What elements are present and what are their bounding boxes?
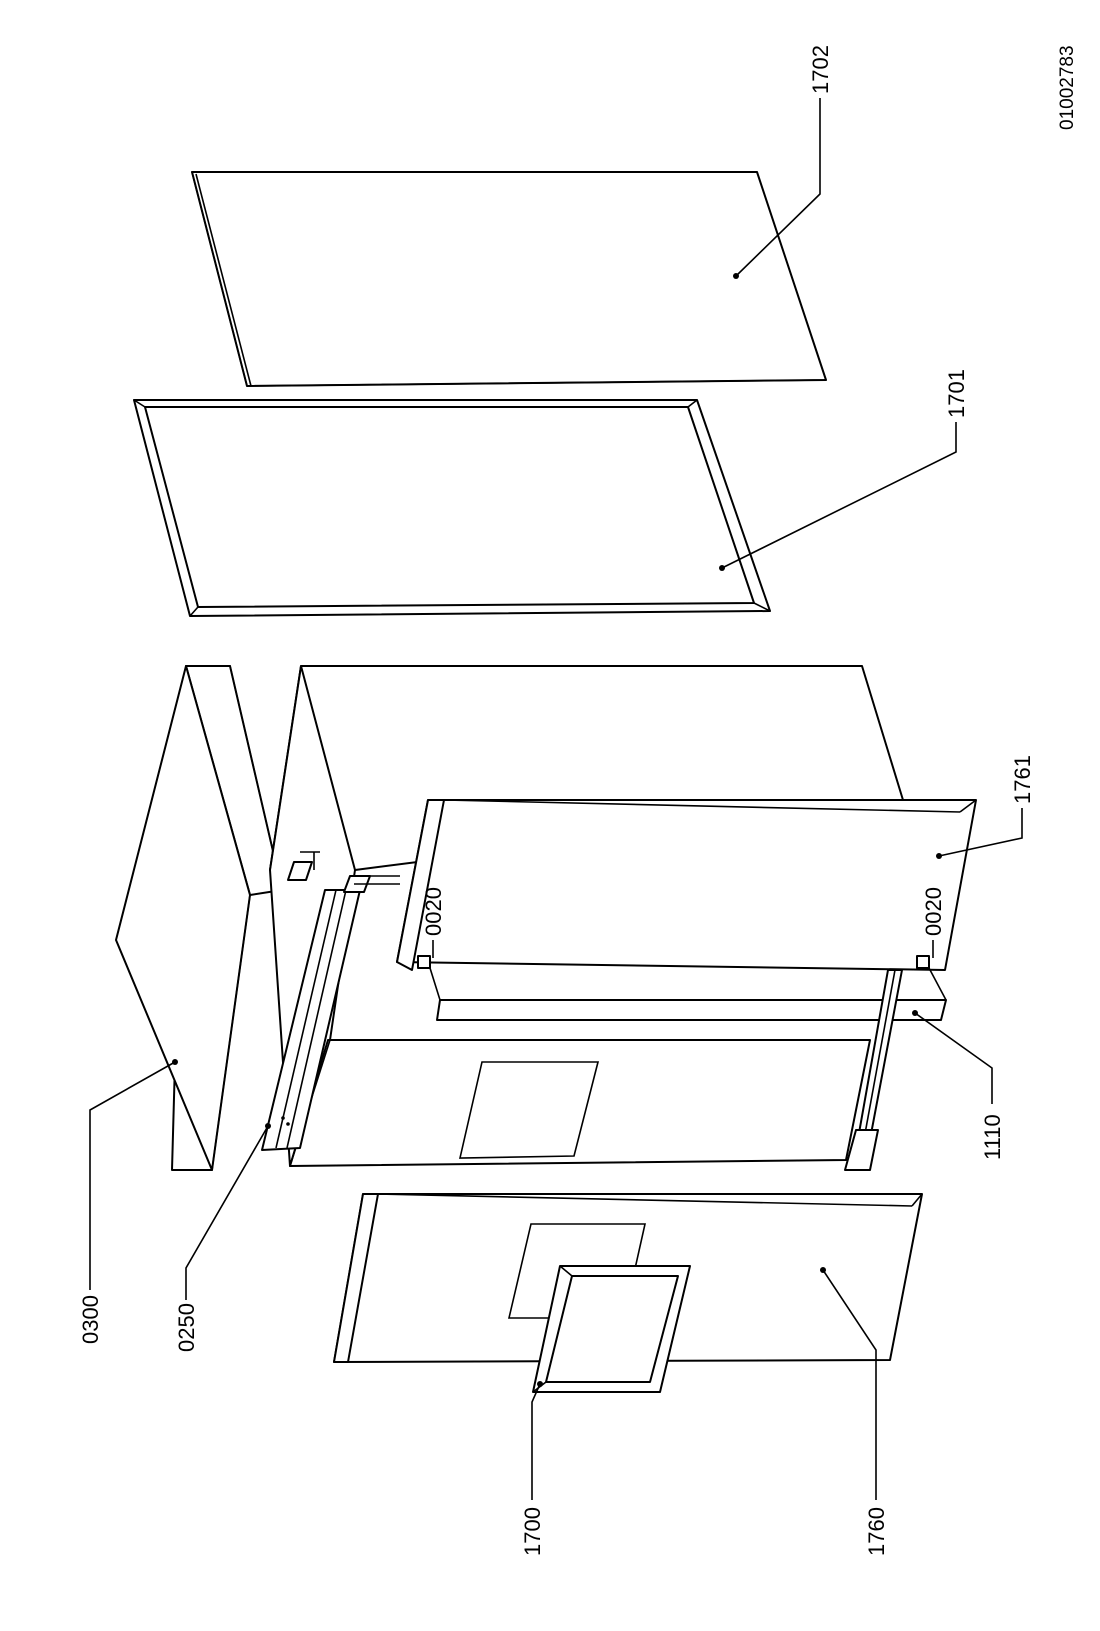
part-0300-worktop bbox=[115, 665, 283, 1171]
callout-1700: 1700 bbox=[520, 1507, 545, 1556]
part-0250-rail bbox=[261, 851, 400, 1151]
hinge-right bbox=[916, 955, 930, 969]
callout-0250: 0250 bbox=[174, 1303, 199, 1352]
document-reference-number: 01002783 bbox=[1057, 45, 1078, 130]
part-1761-door bbox=[396, 799, 977, 971]
callout-1701: 1701 bbox=[944, 369, 969, 418]
callout-1702: 1702 bbox=[808, 45, 833, 94]
part-1110-handle bbox=[429, 967, 947, 1021]
part-1702-side-panel bbox=[191, 171, 827, 387]
part-1700-window-frame bbox=[532, 1265, 691, 1393]
hinge-left bbox=[417, 955, 431, 969]
callout-0300: 0300 bbox=[78, 1295, 103, 1344]
leader-lines bbox=[89, 98, 1023, 1500]
callout-1760: 1760 bbox=[864, 1507, 889, 1556]
callout-1761: 1761 bbox=[1010, 755, 1035, 804]
callout-1110: 1110 bbox=[980, 1114, 1005, 1160]
door-seal bbox=[844, 969, 903, 1171]
part-0020-hinges bbox=[417, 955, 930, 969]
callout-labels: 0300 0250 1700 1760 1110 0020 0020 1761 … bbox=[78, 45, 1078, 1556]
part-1701-side-panel bbox=[133, 399, 771, 617]
callout-0020-right: 0020 bbox=[921, 887, 946, 936]
callout-0020-left: 0020 bbox=[421, 887, 446, 936]
